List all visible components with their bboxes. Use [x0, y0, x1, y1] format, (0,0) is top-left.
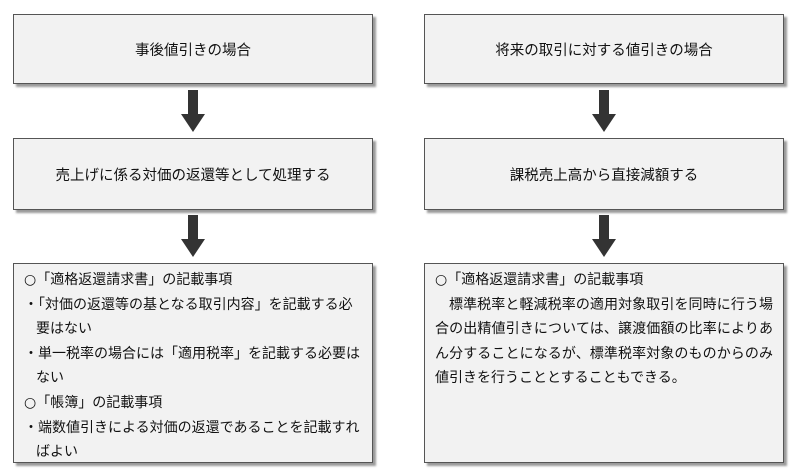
right-title: 将来の取引に対する値引きの場合	[495, 42, 713, 59]
left-arrow-1	[181, 90, 205, 132]
left-section-2-bullet-1: ・端数値引きによる対価の返還であることを記載すればよい	[24, 419, 360, 461]
right-process: 課税売上高から直接減額する	[509, 167, 699, 184]
left-process: 売上げに係る対価の返還等として処理する	[55, 167, 331, 184]
left-section-1-bullet-2: ・単一税率の場合には「適用税率」を記載する必要はない	[24, 345, 360, 387]
left-section-2-heading: ○「帳簿」の記載事項	[24, 394, 163, 411]
right-arrow-1	[592, 90, 616, 132]
right-title-box: 将来の取引に対する値引きの場合	[424, 14, 784, 84]
left-process-box: 売上げに係る対価の返還等として処理する	[13, 138, 373, 210]
left-title: 事後値引きの場合	[135, 42, 251, 59]
right-paragraph: 標準税率と軽減税率の適用対象取引を同時に行う場合の出精値引きについては、譲渡価額…	[435, 296, 773, 387]
right-arrow-2	[592, 215, 616, 257]
left-detail-box: ○「適格返還請求書」の記載事項 ・「対価の返還等の基となる取引内容」を記載する必…	[13, 263, 373, 463]
left-section-1-heading: ○「適格返還請求書」の記載事項	[24, 272, 233, 288]
right-process-box: 課税売上高から直接減額する	[424, 138, 784, 210]
left-title-box: 事後値引きの場合	[13, 14, 373, 84]
right-detail-box: ○「適格返還請求書」の記載事項 標準税率と軽減税率の適用対象取引を同時に行う場合…	[424, 263, 784, 463]
left-arrow-2	[181, 215, 205, 257]
right-heading: ○「適格返還請求書」の記載事項	[435, 272, 644, 288]
left-section-1-bullet-1: ・「対価の返還等の基となる取引内容」を記載する必要はない	[24, 296, 353, 338]
